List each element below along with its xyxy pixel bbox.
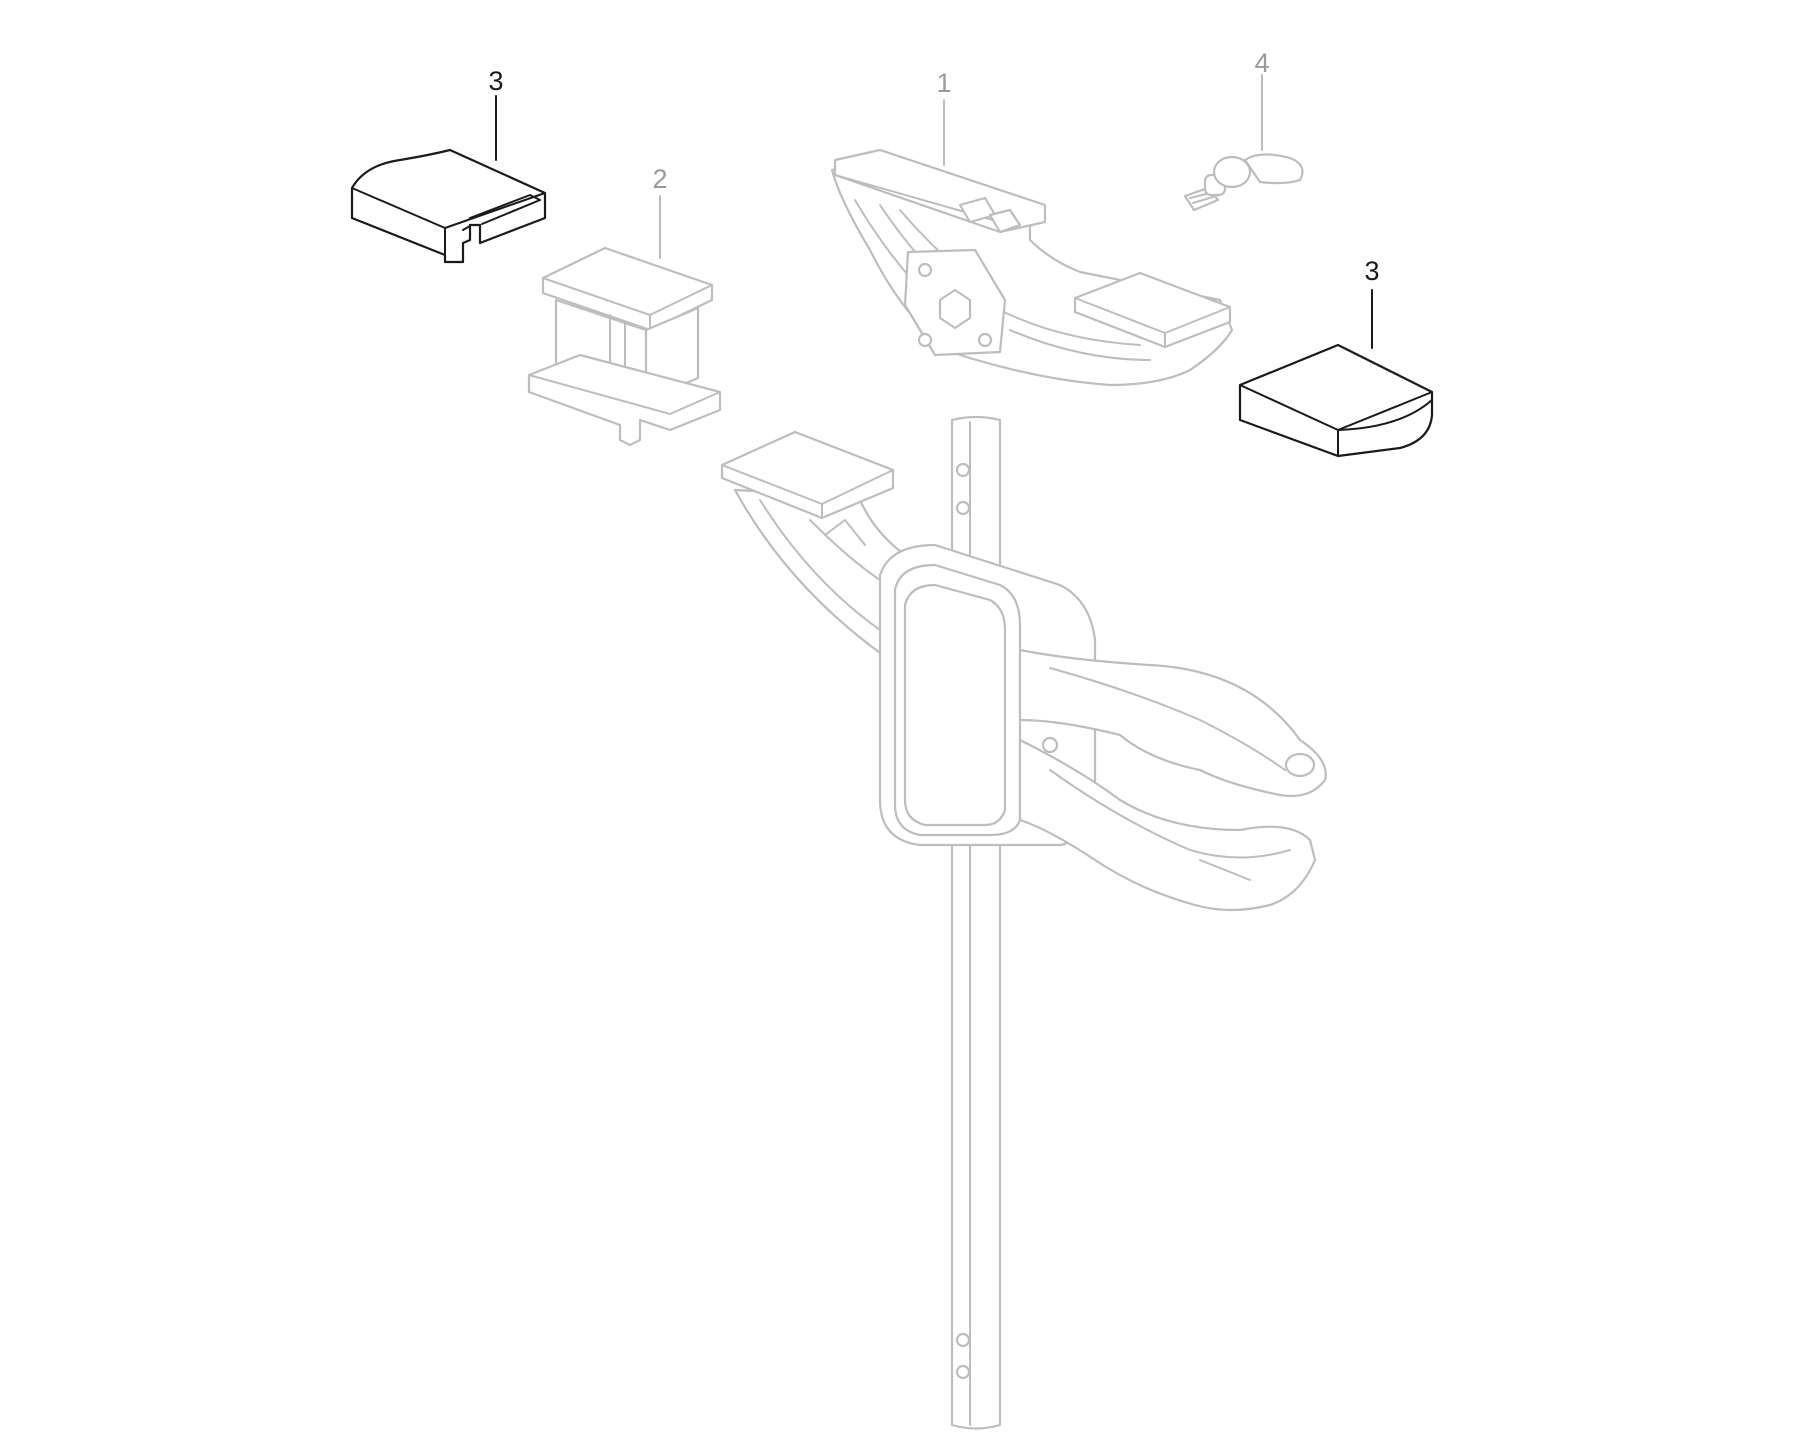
clamp-rail-lower bbox=[950, 836, 1002, 1430]
part-1-movable-jaw bbox=[830, 99, 1234, 387]
part-3a-jaw-pad bbox=[350, 95, 547, 264]
clamp-release-lever bbox=[1018, 736, 1317, 912]
callout-label-part-3b: 3 bbox=[1364, 256, 1379, 286]
callout-label-part-1: 1 bbox=[936, 68, 951, 98]
callout-label-part-3a: 3 bbox=[488, 66, 503, 96]
clamp-assembly bbox=[720, 415, 1327, 1430]
callout-label-part-2: 2 bbox=[652, 164, 667, 194]
part-4-thumb-screw bbox=[1183, 74, 1304, 212]
callout-label-part-4: 4 bbox=[1254, 48, 1269, 78]
clamp-trigger-handle bbox=[1018, 648, 1327, 798]
clamp-head-housing bbox=[878, 543, 1097, 847]
part-2-adapter-block bbox=[527, 246, 722, 447]
part-3b-jaw-pad bbox=[1238, 289, 1434, 458]
